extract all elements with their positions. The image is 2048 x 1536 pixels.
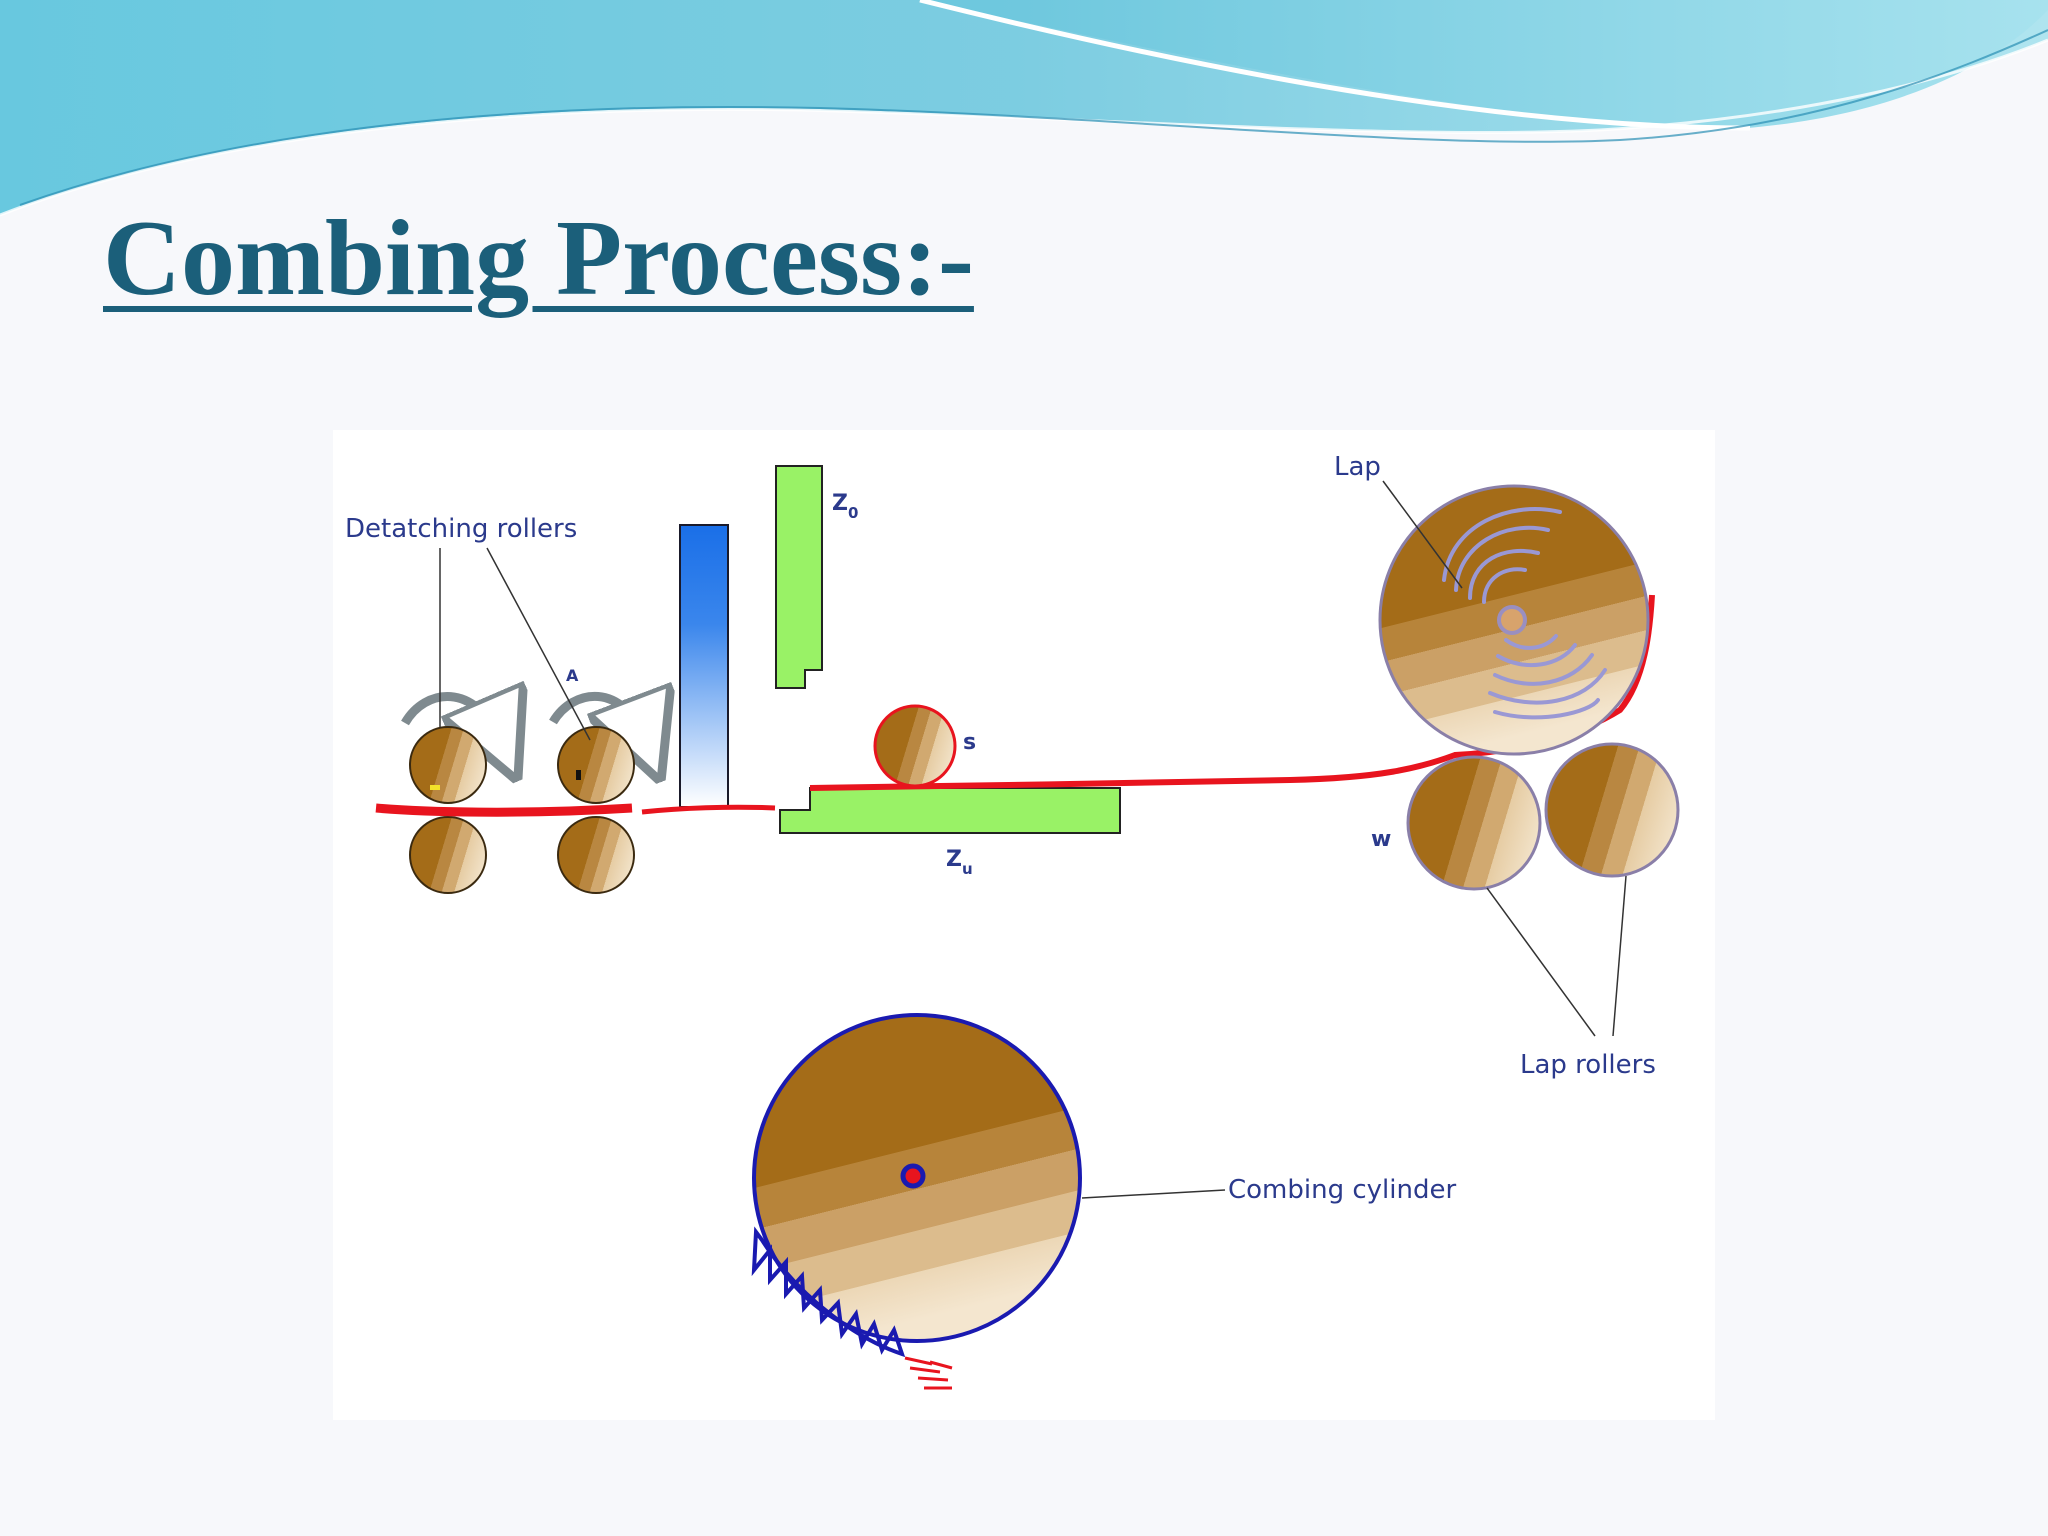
detaching-rollers [409,726,635,894]
fibre-sheet-mid [641,804,776,815]
roller-marker-black [576,770,581,780]
label-z0: Z0 [832,491,858,522]
feed-roller-s [873,704,957,788]
comb-needles [751,1226,906,1358]
rotation-arrow-right [549,696,645,740]
leader-detaching-right [486,547,591,741]
detaching-roller-bottom-right [557,816,635,894]
leader-lap [1382,480,1463,589]
label-a: A [566,666,579,685]
fibre-sheet-feed [809,594,1655,791]
lap-roller-left-w [1406,755,1542,891]
label-detaching-rollers: Detatching rollers [345,514,577,544]
combing-cylinder-hub [900,1163,926,1189]
label-zu: Zu [946,847,973,878]
combed-fibres [904,1356,953,1390]
label-combing-cylinder: Combing cylinder [1228,1175,1456,1205]
lap-roller-right [1544,742,1680,878]
detaching-roller-top-right [557,726,635,804]
nipper-plate-upper-z0 [775,465,823,689]
label-lap-rollers: Lap rollers [1520,1050,1656,1080]
lap-roll [1378,484,1650,756]
slide-title: Combing Process:- [103,199,974,318]
header-decoration [0,0,2048,217]
detaching-roller-top-left [409,726,487,804]
label-lap: Lap [1334,452,1381,482]
combing-cylinder [751,1013,1082,1390]
blue-top-comb [679,524,729,808]
nipper-plate-lower-zu [779,787,1121,834]
detaching-roller-bottom-left [409,816,487,894]
label-w: w [1371,827,1391,852]
leader-lap-roller-left [1486,887,1596,1037]
leader-lap-roller-right [1612,875,1627,1037]
rotation-arrow-left [401,697,500,740]
lap-core [1497,605,1527,635]
roller-marker-yellow [430,785,440,790]
leader-combing-cylinder [1081,1189,1226,1199]
fibre-sheet-left [375,803,633,817]
label-s: s [963,730,976,755]
